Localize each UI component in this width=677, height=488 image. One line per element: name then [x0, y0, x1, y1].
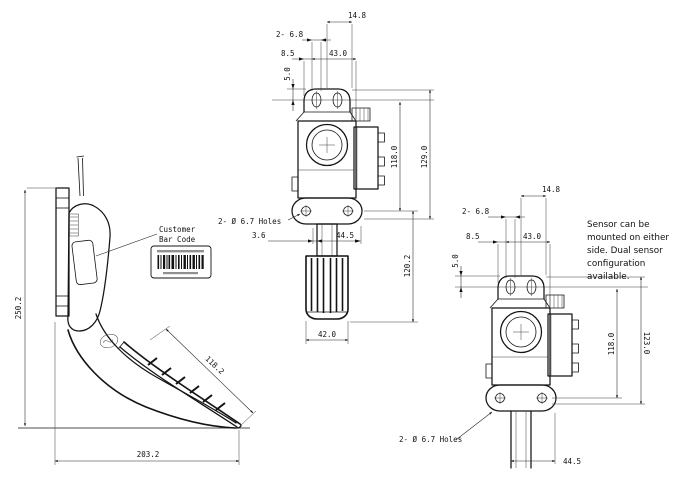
pivot-boss	[499, 310, 543, 354]
sensor-pack	[353, 126, 379, 190]
top-bracket	[303, 88, 351, 113]
front-shaft-length-dim: 120.2	[403, 255, 412, 278]
pedal-body	[297, 120, 357, 199]
note-line-5: available.	[587, 272, 630, 282]
sensor-housing	[67, 203, 111, 332]
shaft	[510, 410, 532, 469]
sensor-offset-dim: 8.5	[466, 232, 480, 241]
mount-plate	[55, 187, 70, 317]
front-pad-width-dim: 42.0	[318, 330, 337, 339]
sensor-dimensions: 14.8 2- 6.8 8.5 43.0 5.0 118.0	[399, 185, 651, 466]
connector	[351, 107, 371, 122]
front-top-width-dim: 14.8	[348, 11, 367, 20]
sensor-slot-width-dim: 2- 6.8	[462, 207, 490, 216]
brand-logo-icon	[99, 333, 119, 349]
barcode	[150, 245, 212, 279]
sensor-top-width-dim: 14.8	[542, 185, 561, 194]
front-shaft-offset-dim: 3.6	[252, 231, 266, 240]
shaft	[316, 223, 338, 257]
front-hole-span-dim: 44.5	[336, 231, 354, 240]
pivot-boss	[305, 123, 349, 167]
side-dimensions: 250.2 203.2 118.2 Customer Bar Code	[14, 187, 257, 465]
note-line-3: side. Dual sensor	[587, 246, 663, 256]
pedal-face-dim: 118.2	[203, 354, 226, 376]
note-line-2: mounted on either	[587, 233, 669, 243]
cable	[76, 155, 85, 197]
sensor-view: 14.8 2- 6.8 8.5 43.0 5.0 118.0	[399, 185, 651, 469]
lower-bracket	[485, 384, 557, 412]
front-slot-width-dim: 2- 6.8	[276, 30, 304, 39]
top-bracket	[497, 275, 545, 300]
front-body-width-dim: 43.0	[329, 49, 348, 58]
grip	[305, 255, 349, 320]
front-overall-height-dim: 129.0	[420, 145, 429, 168]
connector	[545, 294, 565, 309]
barcode-callout-line1: Customer	[159, 225, 196, 234]
front-offset-dim: 8.5	[281, 49, 295, 58]
front-pivot-height-dim: 118.0	[390, 145, 399, 168]
barcode-callout-line2: Bar Code	[159, 235, 196, 244]
side-height-dim: 250.2	[14, 297, 23, 320]
side-view: 250.2 203.2 118.2 Customer Bar Code	[14, 155, 257, 465]
lower-bracket	[291, 197, 363, 225]
sensor-body-width-dim: 43.0	[523, 232, 542, 241]
note-line-1: Sensor can be	[587, 220, 650, 230]
front-dimensions: 14.8 2- 6.8 8.5 43.0 5.0 118.0	[218, 11, 434, 344]
sensor-holes-label: 2- Ø 6.7 Holes	[399, 435, 462, 444]
sensor-flange-dim: 5.0	[451, 254, 460, 268]
sensor-note: Sensor can be mounted on either side. Du…	[587, 220, 669, 282]
pedal-body	[491, 307, 551, 386]
side-length-dim: 203.2	[137, 450, 160, 459]
front-flange-dim: 5.0	[283, 67, 292, 81]
note-line-4: configuration	[587, 259, 645, 269]
front-holes-label: 2- Ø 6.7 Holes	[218, 217, 281, 226]
sensor-pack	[547, 313, 573, 377]
sensor-hole-span-dim: 44.5	[563, 457, 581, 466]
sensor-pivot-height-dim: 118.0	[607, 332, 616, 355]
sensor-overall-height-dim: 123.0	[642, 332, 651, 355]
front-view: 14.8 2- 6.8 8.5 43.0 5.0 118.0	[218, 11, 434, 344]
